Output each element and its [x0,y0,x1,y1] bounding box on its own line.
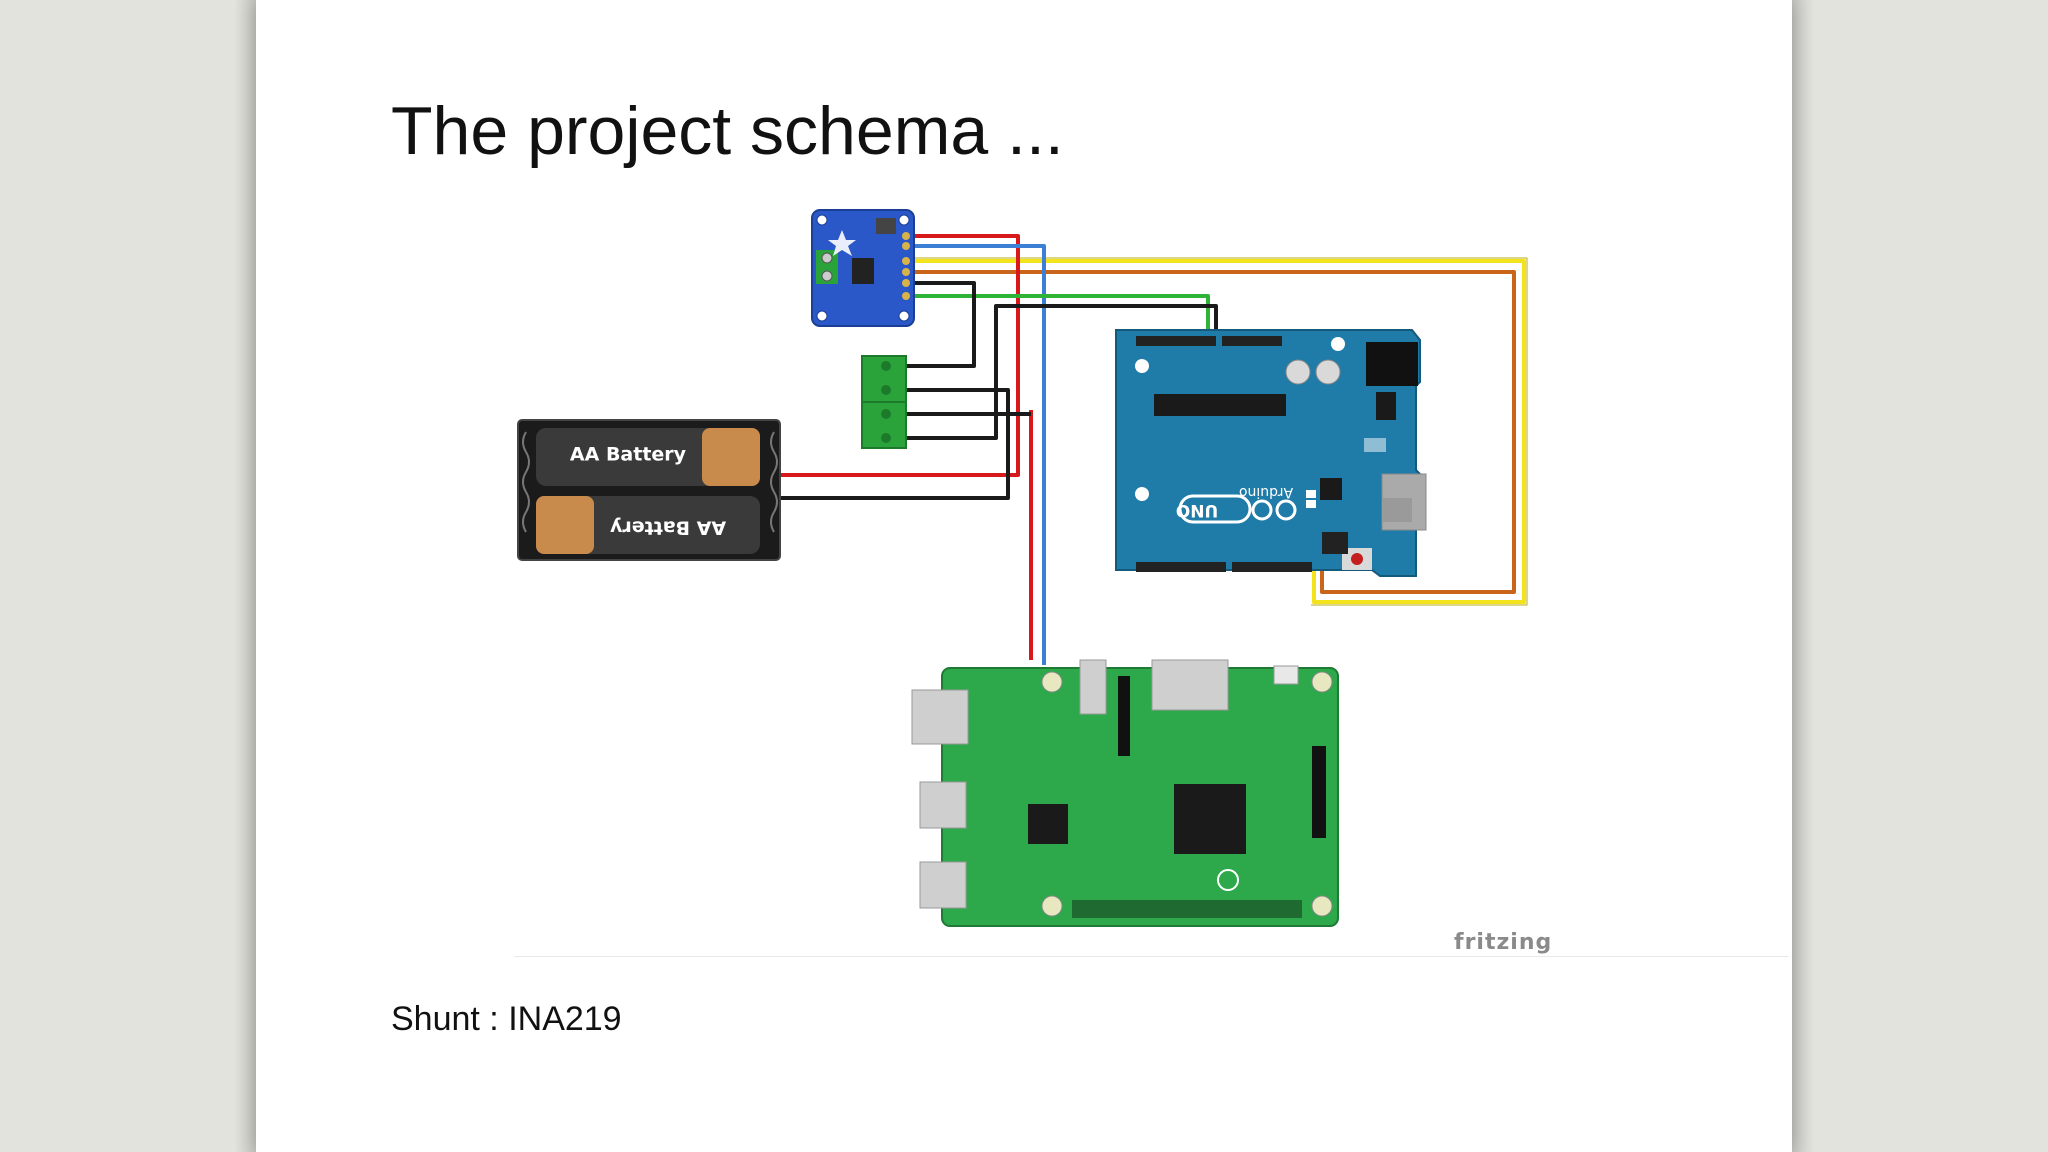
wire-orange [906,270,1516,594]
battery-cell-top-label: AA Battery [570,444,687,466]
slide-title: The project schema ... [391,93,1064,169]
fritzing-watermark: fritzing [1454,930,1553,955]
terminal-block [861,355,907,449]
left-edge-shadow [234,0,256,1152]
arduino-model-label: UNO [1176,500,1218,520]
wire-blue [906,244,1046,665]
slide: The project schema ... [256,0,1792,1152]
wire-black-1 [896,281,976,368]
ina219-board [811,209,915,327]
battery-holder: AA Battery AA Battery [517,419,781,561]
diagram-baseline [514,956,1788,957]
wire-green [906,294,1210,344]
wire-black-3 [776,388,1010,500]
arduino-brand-label: Arduino [1239,484,1293,500]
wire-red [776,234,1020,477]
raspberry-pi-board [911,659,1339,927]
wire-black-2 [896,304,1218,440]
slide-caption: Shunt : INA219 [391,1000,622,1038]
battery-cell-bottom-label: AA Battery [609,517,726,539]
right-edge-shadow [1792,0,1814,1152]
wire-yellow-outline [906,257,1528,606]
wire-yellow [906,259,1526,604]
arduino-uno-board: UNO Arduino [1115,329,1427,577]
wires [776,234,1528,665]
wiring-diagram: AA Battery AA Battery [517,209,1528,927]
